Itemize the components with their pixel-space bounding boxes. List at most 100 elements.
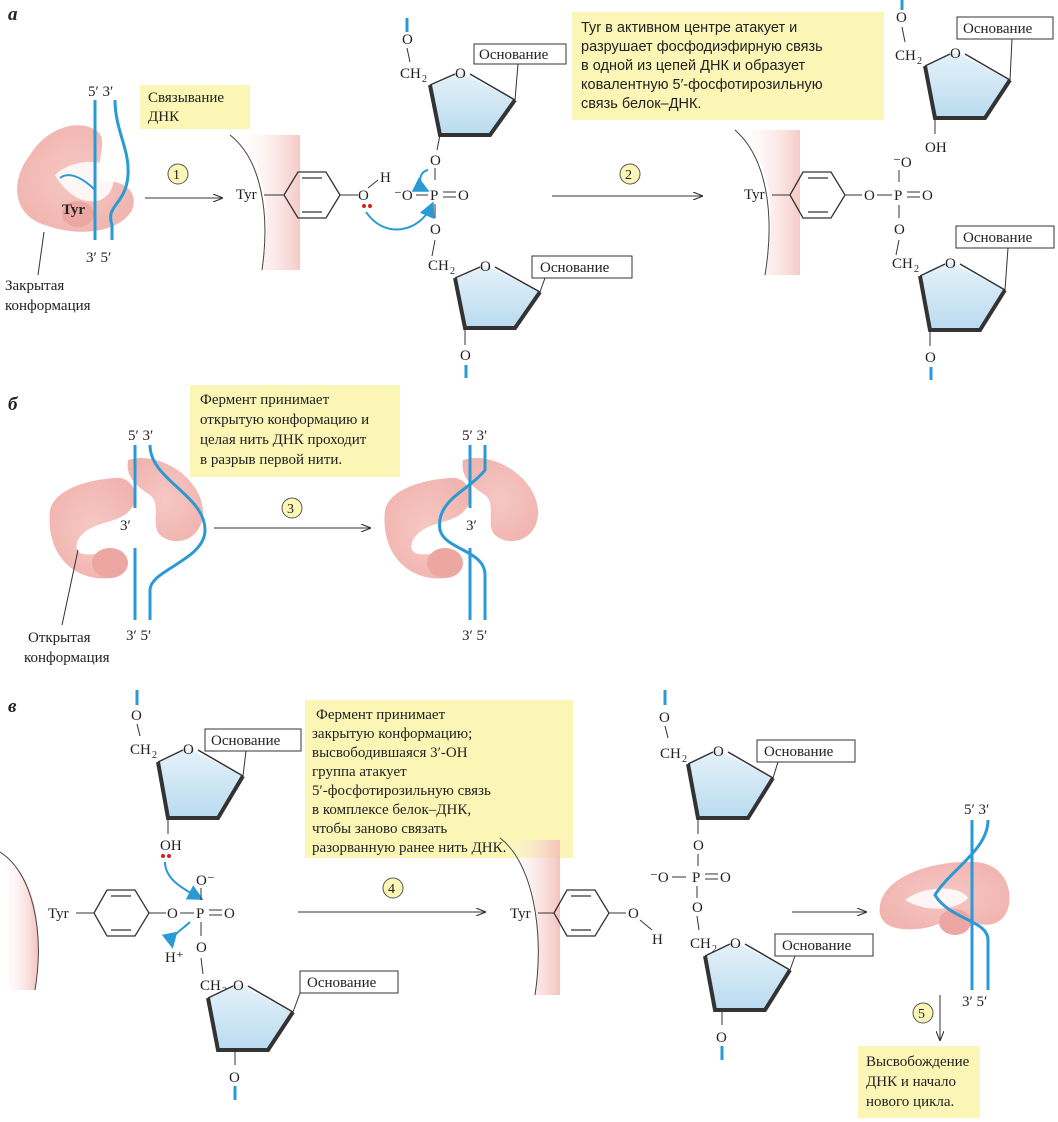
svg-text:3: 3	[287, 502, 294, 517]
svg-text:H⁺: H⁺	[165, 950, 184, 966]
tyr-residue-c2: Tyr	[510, 906, 531, 922]
svg-text:CH: CH	[660, 746, 681, 762]
svg-text:O: O	[430, 222, 441, 238]
svg-text:O: O	[720, 870, 731, 886]
svg-text:O: O	[713, 744, 724, 760]
step-1-badge	[167, 163, 189, 185]
note-step2: Tyr в активном центре атакует и разрушае…	[572, 12, 884, 120]
svg-text:CH: CH	[895, 48, 916, 64]
dna-duplex-a	[59, 99, 130, 240]
svg-text:H: H	[652, 932, 663, 948]
svg-text:⁻O: ⁻O	[394, 188, 413, 204]
svg-text:O⁻: O⁻	[196, 873, 215, 889]
svg-text:O: O	[659, 710, 670, 726]
svg-text:O: O	[196, 940, 207, 956]
svg-text:3′ 5′: 3′ 5′	[126, 628, 151, 644]
note-step3: Фермент принимает открытую конформацию и…	[200, 392, 373, 468]
svg-text:2: 2	[682, 754, 687, 765]
svg-text:3′ 5′: 3′ 5′	[962, 994, 987, 1010]
open-enzyme-b1	[49, 458, 204, 579]
svg-text:2: 2	[422, 74, 427, 85]
panel-label-b: б	[8, 394, 19, 415]
tyr-residue-a2: Tyr	[744, 187, 765, 203]
svg-text:⁻O: ⁻O	[650, 870, 669, 886]
svg-text:H: H	[380, 170, 391, 186]
svg-text:O: O	[925, 350, 936, 366]
dna-duplex-c3	[933, 819, 990, 990]
svg-text:4: 4	[388, 882, 395, 897]
svg-text:CH: CH	[400, 66, 421, 82]
svg-text:O: O	[402, 32, 413, 48]
svg-text:2: 2	[450, 266, 455, 277]
svg-text:P: P	[692, 870, 700, 886]
panel-label-a: а	[8, 4, 18, 25]
svg-text:O: O	[922, 188, 933, 204]
tyr-label-a: Tyr	[62, 202, 85, 218]
svg-text:O: O	[950, 46, 961, 62]
svg-text:CH: CH	[892, 256, 913, 272]
enzyme-surface-a1	[230, 135, 300, 270]
svg-text:O: O	[628, 906, 639, 922]
svg-text:2: 2	[152, 750, 157, 761]
tyr-residue-c1: Tyr	[48, 906, 69, 922]
svg-text:CH: CH	[690, 936, 711, 952]
nucleophilic-attack-arrow-a	[365, 201, 435, 231]
step-5-badge	[912, 1002, 934, 1024]
base-label-a1-bottom: Основание	[540, 260, 610, 276]
svg-text:⁻O: ⁻O	[893, 155, 912, 171]
svg-text:OH: OH	[925, 140, 947, 156]
svg-text:3′: 3′	[120, 518, 131, 534]
step-3-badge	[281, 497, 303, 519]
svg-text:O: O	[455, 66, 466, 82]
step-1-number: 1	[173, 168, 180, 183]
step-4-badge	[382, 877, 404, 899]
svg-text:2: 2	[914, 264, 919, 275]
svg-text:CH: CH	[130, 742, 151, 758]
svg-text:O: O	[460, 348, 471, 364]
tyr-residue-a1: Tyr	[236, 187, 257, 203]
svg-text:P: P	[430, 188, 438, 204]
closed-enzyme-a	[17, 125, 134, 232]
svg-text:P: P	[894, 188, 902, 204]
svg-text:O: O	[430, 153, 441, 169]
closed-conformation-pointer	[37, 231, 45, 276]
base-label-a1-top: Основание	[479, 47, 549, 63]
open-enzyme-b2	[384, 458, 539, 579]
svg-text:O: O	[894, 222, 905, 238]
deoxyribose-bottom-c1: CH2 O O	[200, 957, 295, 1100]
svg-text:3′ 5′: 3′ 5′	[462, 628, 487, 644]
dna-end-label-top-a: 5′ 3′	[88, 84, 113, 100]
svg-text:O: O	[224, 906, 235, 922]
svg-text:O: O	[233, 978, 244, 994]
dna-end-label-bottom-a: 3′ 5′	[86, 250, 111, 266]
note-dna-binding-bg	[140, 85, 250, 129]
svg-text:CH: CH	[428, 258, 449, 274]
note-step4: Фермент принимает закрытую конформацию; …	[312, 707, 506, 856]
svg-text:O: O	[730, 936, 741, 952]
note-step2-text: Tyr в активном центре атакует и разрушае…	[581, 20, 823, 112]
svg-text:O: O	[716, 1030, 727, 1046]
svg-text:O: O	[167, 906, 178, 922]
enzyme-edge-a1	[229, 134, 266, 271]
svg-text:3′: 3′	[466, 518, 477, 534]
svg-text:O: O	[131, 708, 142, 724]
svg-text:Основание: Основание	[307, 975, 377, 991]
svg-text:Основание: Основание	[764, 744, 834, 760]
svg-text:5′ 3′: 5′ 3′	[128, 428, 153, 444]
svg-text:O: O	[864, 188, 875, 204]
svg-text:2: 2	[712, 944, 717, 955]
svg-text:O: O	[692, 900, 703, 916]
step-2-number: 2	[625, 168, 632, 183]
note-step5: Высвобождение ДНК и начало нового цикла.	[866, 1054, 973, 1110]
svg-text:5′ 3′: 5′ 3′	[462, 428, 487, 444]
